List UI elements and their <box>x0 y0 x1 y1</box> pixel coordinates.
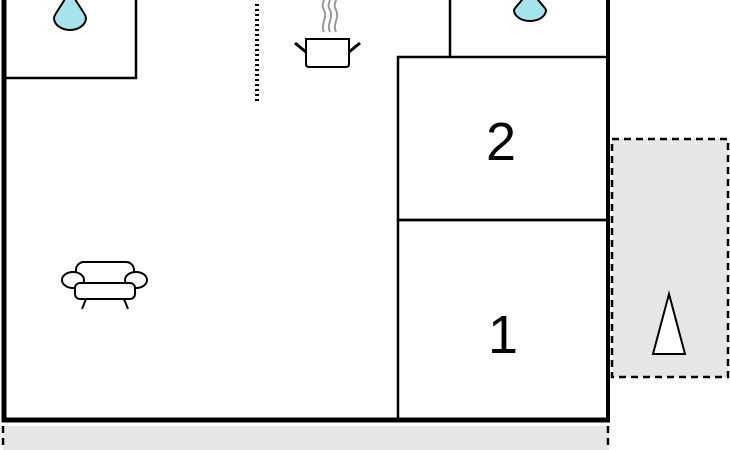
water-drop-icon <box>512 0 548 22</box>
sofa-icon <box>61 261 148 310</box>
bathroom-top-left-wall <box>4 0 138 80</box>
room-bedroom-1 <box>396 218 610 422</box>
room-number-1: 1 <box>488 305 518 365</box>
terrace-bottom <box>3 426 609 450</box>
cooking-pot-icon <box>294 0 361 68</box>
room-number-2: 2 <box>486 112 516 172</box>
water-drop-icon <box>52 0 88 31</box>
north-arrow-icon <box>651 290 687 355</box>
